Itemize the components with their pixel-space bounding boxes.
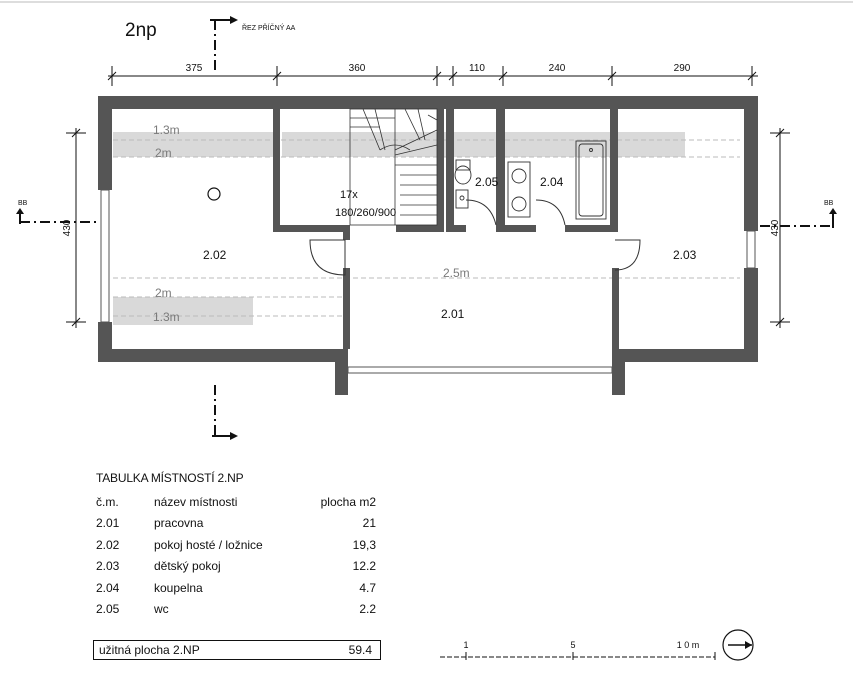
doors xyxy=(309,199,641,276)
table-row: 2.02 pokoj hosté / ložnice 19,3 xyxy=(96,537,376,552)
svg-text:2m: 2m xyxy=(155,286,172,300)
svg-text:1 0 m: 1 0 m xyxy=(677,640,700,650)
section-cut-marker-top: ŘEZ PŘÍČNÝ AA xyxy=(210,16,296,70)
dimension-label: 360 xyxy=(349,63,366,74)
section-marker-left: BB xyxy=(16,200,98,224)
table-row: 2.03 dětský pokoj 12.2 xyxy=(96,559,376,574)
top-dimension-line: 375 360 110 240 290 xyxy=(107,63,758,86)
room-label: 2.01 xyxy=(441,307,465,321)
scale-bar: 1 5 1 0 m xyxy=(440,640,716,660)
dimension-label: 290 xyxy=(674,63,691,74)
total-area-box: užitná plocha 2.NP 59.4 xyxy=(93,640,381,660)
svg-text:1.3m: 1.3m xyxy=(153,310,180,324)
room-label: 2.05 xyxy=(475,175,499,189)
svg-text:2.5m: 2.5m xyxy=(443,266,470,280)
floor-label: 2np xyxy=(125,20,157,41)
total-area-label: užitná plocha 2.NP xyxy=(99,643,200,657)
stairs-count: 17x xyxy=(340,189,358,201)
section-marker-right: BB xyxy=(760,200,837,228)
north-arrow-icon xyxy=(722,629,754,661)
total-area-value: 59.4 xyxy=(348,643,372,657)
svg-text:BB: BB xyxy=(18,200,28,207)
left-dimension-line: 430 xyxy=(62,128,86,328)
table-row: 2.05 wc 2.2 xyxy=(96,602,376,617)
stairs-spec: 180/260/900 xyxy=(335,207,396,219)
table-title: TABULKA MÍSTNOSTÍ 2.NP xyxy=(96,471,244,485)
dimension-label: 375 xyxy=(186,63,203,74)
section-cut-marker-bottom xyxy=(212,385,238,440)
section-label: ŘEZ PŘÍČNÝ AA xyxy=(242,23,296,32)
header-no: č.m. xyxy=(96,494,119,509)
chimney-icon xyxy=(207,187,221,201)
svg-text:2m: 2m xyxy=(155,146,172,160)
table-row: 2.04 koupelna 4.7 xyxy=(96,580,376,595)
svg-text:430: 430 xyxy=(62,219,73,236)
table-row: 2.01 pracovna 21 xyxy=(96,516,376,531)
room-table: TABULKA MÍSTNOSTÍ 2.NP č.m. název místno… xyxy=(96,471,386,620)
header-area: plocha m2 xyxy=(320,494,376,509)
staircase xyxy=(349,108,438,226)
right-dimension-line: 430 xyxy=(770,128,790,328)
height-lines: 1.3m 2m 2m 1.3m 2.5m xyxy=(113,123,740,324)
room-label: 2.03 xyxy=(673,248,697,262)
room-label: 2.02 xyxy=(203,248,227,262)
header-name: název místnosti xyxy=(154,494,238,509)
svg-text:430: 430 xyxy=(770,219,781,236)
table-header-row: č.m. název místnosti plocha m2 xyxy=(96,491,386,513)
dimension-label: 110 xyxy=(469,63,485,74)
svg-text:1.3m: 1.3m xyxy=(153,123,180,137)
walls xyxy=(98,96,758,395)
room-label: 2.04 xyxy=(540,175,564,189)
svg-text:BB: BB xyxy=(824,200,834,207)
dimension-label: 240 xyxy=(549,63,566,74)
fixtures xyxy=(454,140,607,220)
svg-text:5: 5 xyxy=(570,640,575,650)
svg-text:1: 1 xyxy=(463,640,468,650)
